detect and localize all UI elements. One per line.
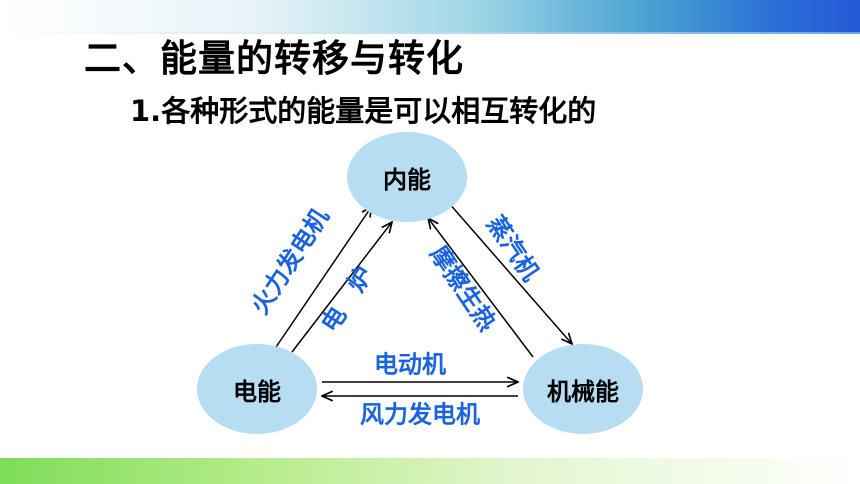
arrow-moca	[428, 218, 534, 358]
slide-subtitle: 1.各种形式的能量是可以相互转化的	[130, 94, 597, 128]
edge-label-wind-generator: 风力发电机	[360, 400, 480, 429]
arrow-zhengqi	[447, 201, 572, 344]
arrow-huoli	[273, 206, 372, 351]
edge-label-electric-motor: 电动机	[374, 350, 446, 379]
top-decor-line	[0, 32, 860, 34]
slide-title: 二、能量的转移与转化	[84, 37, 464, 80]
arrow-dianlu	[291, 222, 392, 353]
node-internal-energy: 内能	[347, 132, 467, 222]
bottom-decor-bar	[0, 458, 860, 484]
node-mechanical-energy: 机械能	[523, 344, 643, 434]
top-decor-bar	[0, 0, 860, 32]
node-electrical-energy: 电能	[197, 344, 317, 434]
